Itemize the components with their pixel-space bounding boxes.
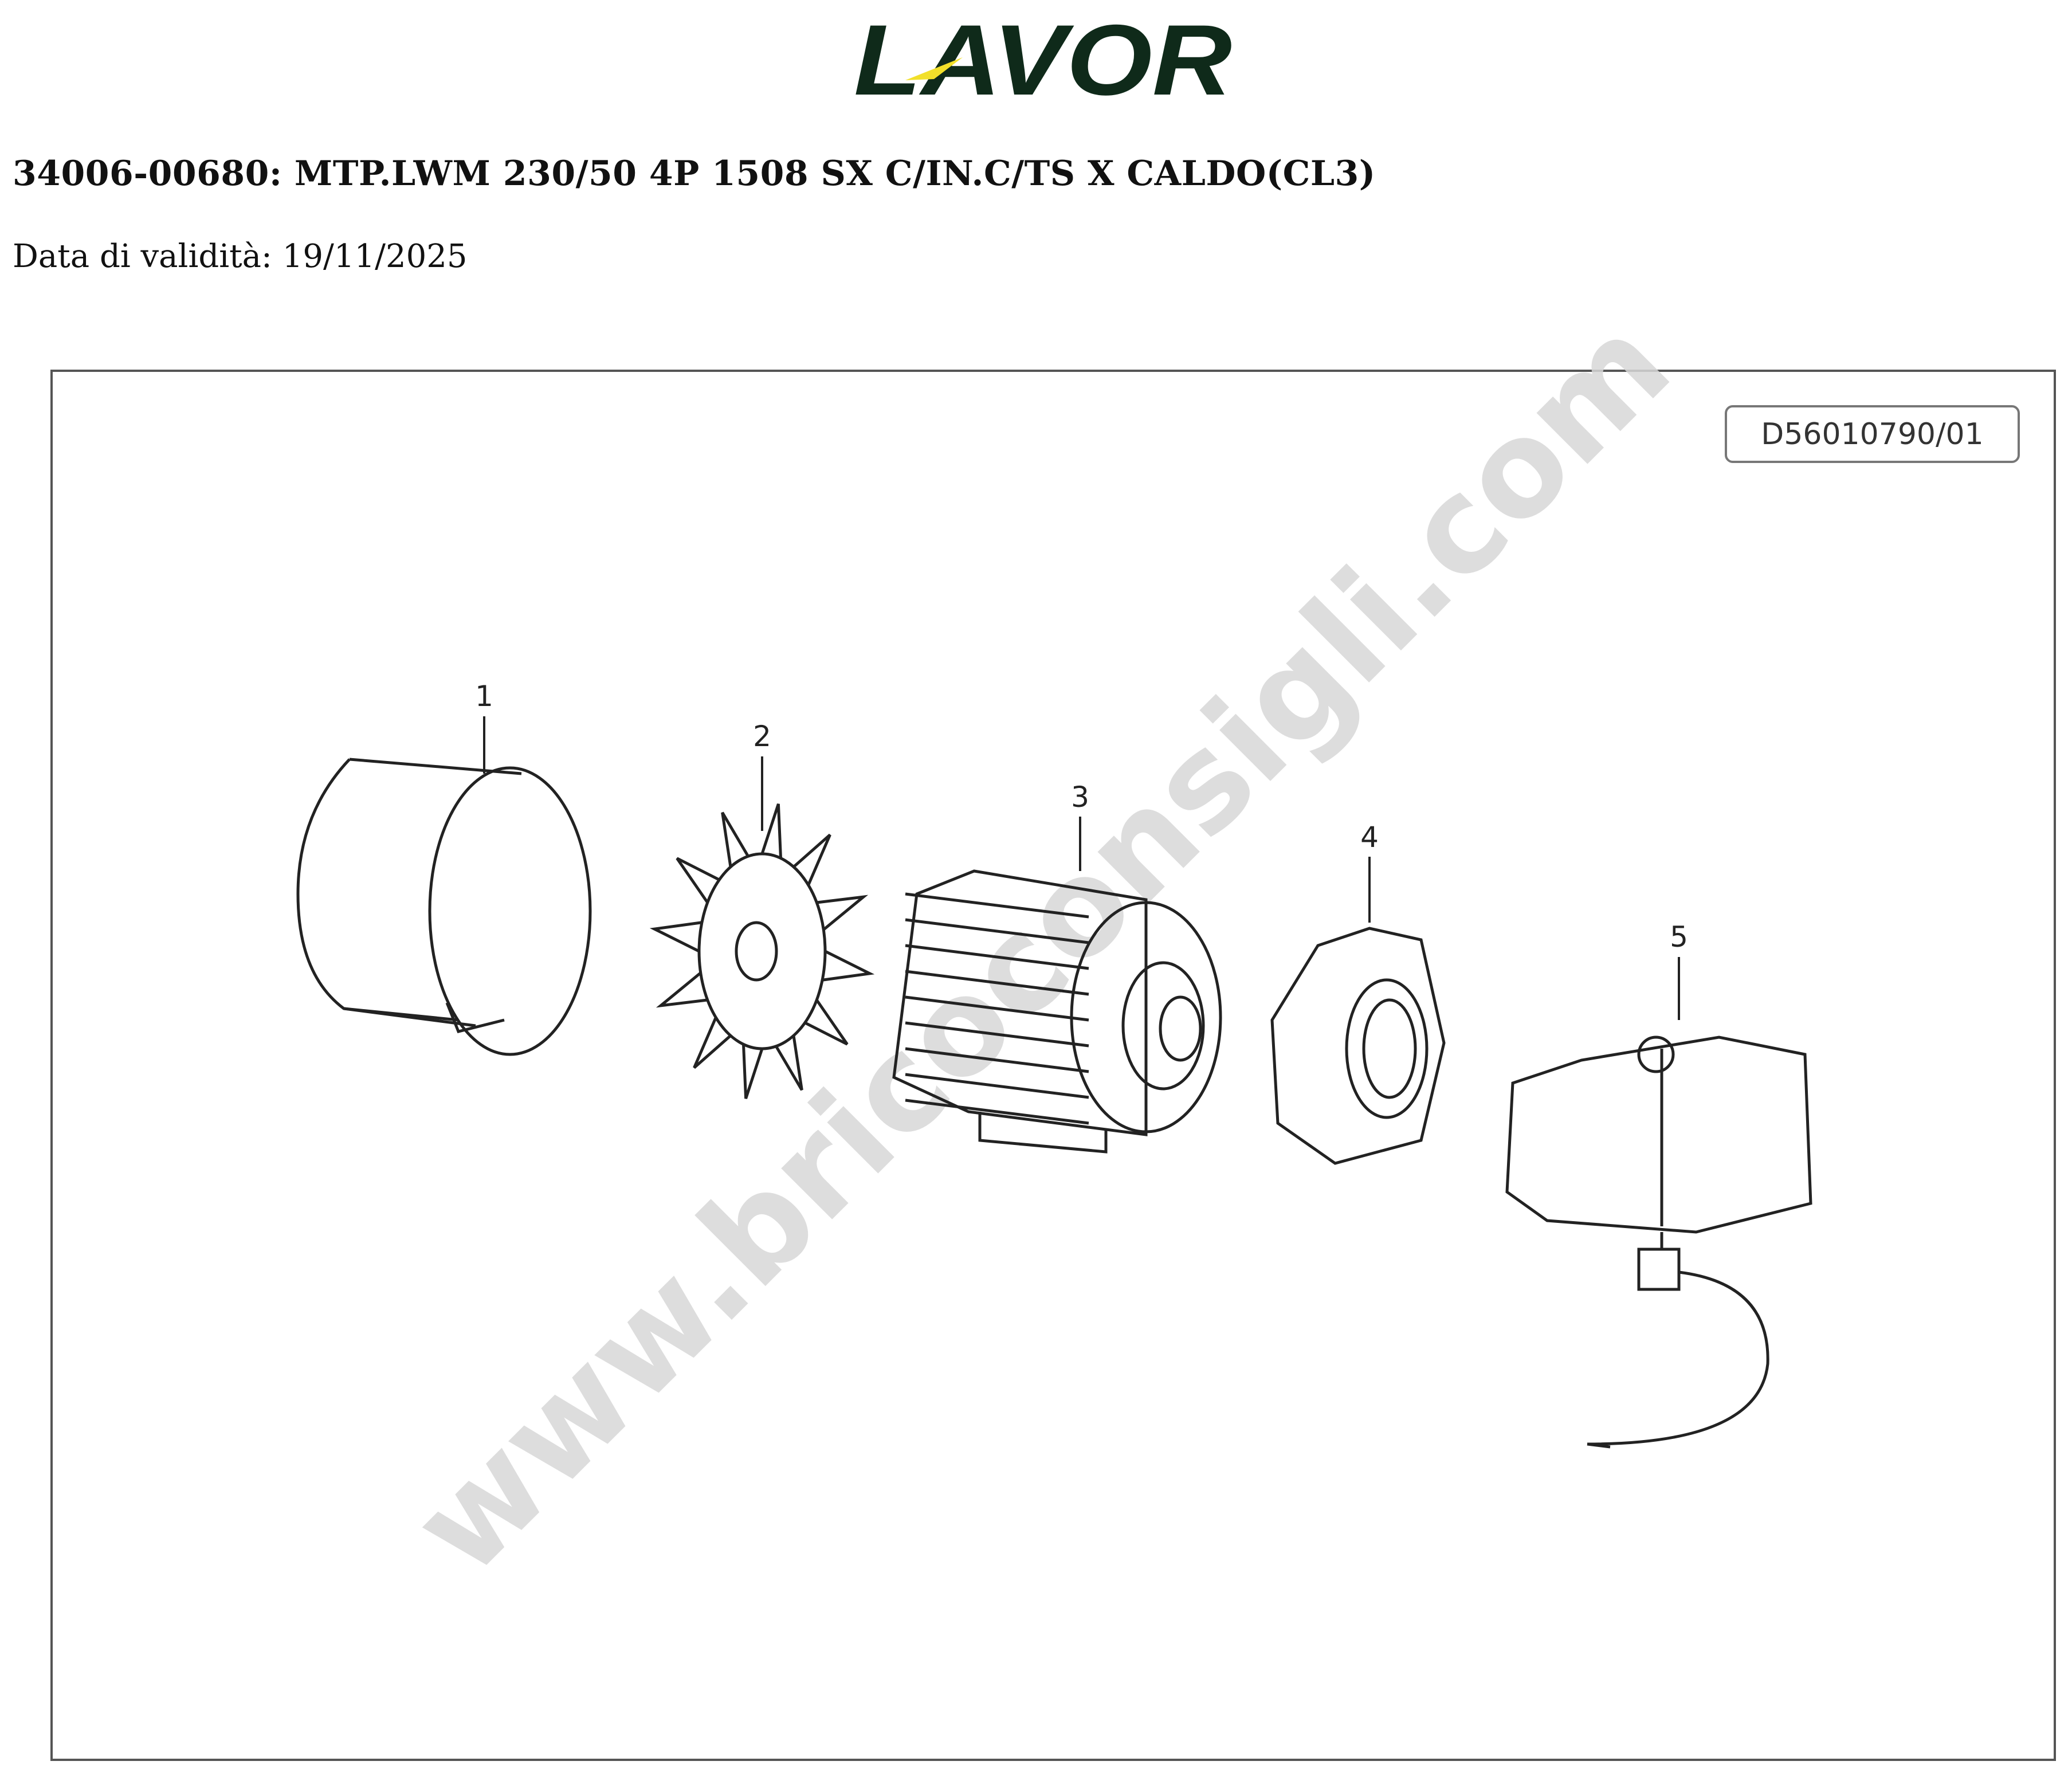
- part-number-3: 3: [1071, 780, 1089, 814]
- part-number-2: 2: [753, 720, 771, 753]
- exploded-diagram-frame: [50, 370, 2056, 1761]
- fan-blade: [656, 971, 708, 1008]
- fan-blade: [693, 1017, 732, 1069]
- motor-fin: [905, 944, 1089, 970]
- part-number-1: 1: [475, 680, 493, 713]
- part-5-pump[interactable]: [1505, 1035, 1812, 1449]
- part-number-5: 5: [1670, 920, 1688, 954]
- fan-blade: [721, 811, 749, 868]
- part-number-4: 4: [1360, 821, 1379, 854]
- fan-blade: [792, 833, 831, 886]
- lavor-logo: LAVOR: [854, 11, 1232, 103]
- motor-fin: [905, 892, 1089, 919]
- motor-fin: [905, 918, 1089, 944]
- motor-fin: [905, 1099, 1089, 1125]
- motor-fin: [905, 1021, 1089, 1048]
- part-2-fan[interactable]: [649, 803, 875, 1099]
- part-3-motor-body[interactable]: [892, 869, 1222, 1154]
- fan-blade: [741, 1044, 764, 1099]
- page-title: 34006-00680: MTP.LWM 230/50 4P 1508 SX C…: [13, 154, 1376, 194]
- fan-blade: [775, 1035, 803, 1091]
- motor-fin: [905, 1047, 1089, 1073]
- motor-fin: [905, 1073, 1089, 1099]
- fan-blade: [760, 803, 783, 858]
- fan-blade: [822, 950, 875, 982]
- diagram-code: D56010790/01: [1725, 405, 2020, 463]
- motor-fin: [905, 970, 1089, 996]
- svg-text:LAVOR: LAVOR: [854, 11, 1232, 103]
- fan-blade: [804, 999, 849, 1046]
- watermark: www.bricoconsigli.com: [384, 289, 1699, 1604]
- part-4-flange[interactable]: [1270, 927, 1446, 1165]
- motor-fin: [905, 995, 1089, 1022]
- fan-blade: [816, 895, 869, 931]
- part-1-fan-cover[interactable]: [296, 758, 592, 1056]
- fan-blade: [649, 921, 703, 953]
- validity-date: Data di validità: 19/11/2025: [13, 238, 468, 275]
- fan-blade: [676, 857, 720, 904]
